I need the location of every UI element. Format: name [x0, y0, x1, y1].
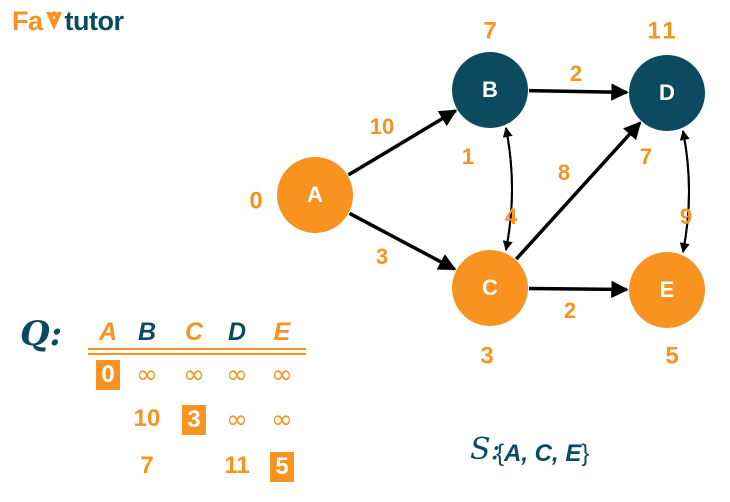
logo-text-part1: Fa	[12, 6, 43, 36]
nodes-layer: A B C D E	[277, 52, 705, 328]
node-label-d: D	[659, 80, 675, 105]
node-distance-a: 0	[249, 187, 262, 214]
queue-cell-r1-c: ∞	[183, 360, 205, 390]
node-distance-b: 7	[483, 17, 496, 44]
queue-header-b: B	[137, 318, 157, 346]
visited-set-label: S:	[470, 432, 501, 467]
node-distance-e: 5	[665, 342, 678, 369]
edge-weight-a-c: 3	[376, 244, 388, 269]
queue-header-c: C	[184, 318, 204, 346]
node-c	[452, 250, 528, 326]
queue-label: Q:	[20, 314, 63, 354]
queue-cell-r3-e: 5	[262, 452, 302, 482]
edge-weight-c-e: 2	[564, 298, 576, 323]
queue-cell-r2-e: ∞	[271, 405, 293, 435]
edge-weight-c-b: 4	[505, 204, 518, 229]
edge-weight-c-d: 8	[558, 160, 570, 185]
node-b	[452, 52, 528, 128]
node-label-b: B	[482, 77, 498, 102]
queue-cell-r3-b: 7	[140, 452, 154, 479]
queue-cell-r2-d: ∞	[226, 405, 248, 435]
logo-text-part2: tutor	[64, 6, 124, 36]
node-label-e: E	[660, 277, 675, 302]
node-e	[629, 252, 705, 328]
edge-c-b	[502, 127, 513, 251]
edge-weight-a-b: 10	[370, 114, 394, 139]
edge-weight-b-d: 2	[570, 61, 582, 86]
edge-a-c	[348, 211, 457, 271]
edges-layer	[347, 83, 690, 299]
visited-set: {A, C, E}	[496, 440, 589, 468]
edge-b-d	[528, 83, 629, 101]
queue-header-underline	[88, 348, 306, 350]
queue-header-e: E	[273, 318, 291, 346]
node-a	[277, 157, 353, 233]
queue-cell-r2-c: 3	[174, 405, 214, 435]
visited-set-items: A, C, E	[504, 440, 582, 467]
edge-c-d	[514, 121, 642, 261]
queue-cell-r1-a: 0	[88, 360, 128, 390]
edge-e-d	[679, 130, 690, 253]
queue-cell-r2-b: 10	[133, 405, 161, 432]
queue-cell-r1-b: ∞	[136, 360, 158, 390]
node-label-c: C	[482, 275, 498, 300]
queue-cell-r3-d: 11	[224, 452, 250, 479]
node-distance-d: 11	[647, 17, 678, 44]
edge-a-b	[347, 109, 458, 177]
edge-weight-e-d: 9	[680, 204, 692, 229]
node-d	[629, 55, 705, 131]
queue-cell-r1-d: ∞	[226, 360, 248, 390]
queue-header-d: D	[227, 318, 247, 346]
queue-header-a: A	[98, 318, 118, 346]
queue-cell-r1-e: ∞	[271, 360, 293, 390]
edge-c-e	[528, 280, 629, 299]
logo-v-icon	[45, 11, 62, 30]
edge-weight-d-e: 7	[640, 144, 652, 169]
visited-set-open-brace: {	[496, 440, 505, 467]
visited-set-close-brace: }	[581, 440, 590, 467]
node-label-a: A	[307, 182, 323, 207]
node-distance-c: 3	[480, 342, 493, 369]
queue-header-underline	[88, 353, 306, 355]
labels-layer: 10 3 1 4 2 8 2 7 9 0 7 3 11 5	[249, 17, 692, 369]
edge-weight-b-c: 1	[462, 144, 474, 169]
